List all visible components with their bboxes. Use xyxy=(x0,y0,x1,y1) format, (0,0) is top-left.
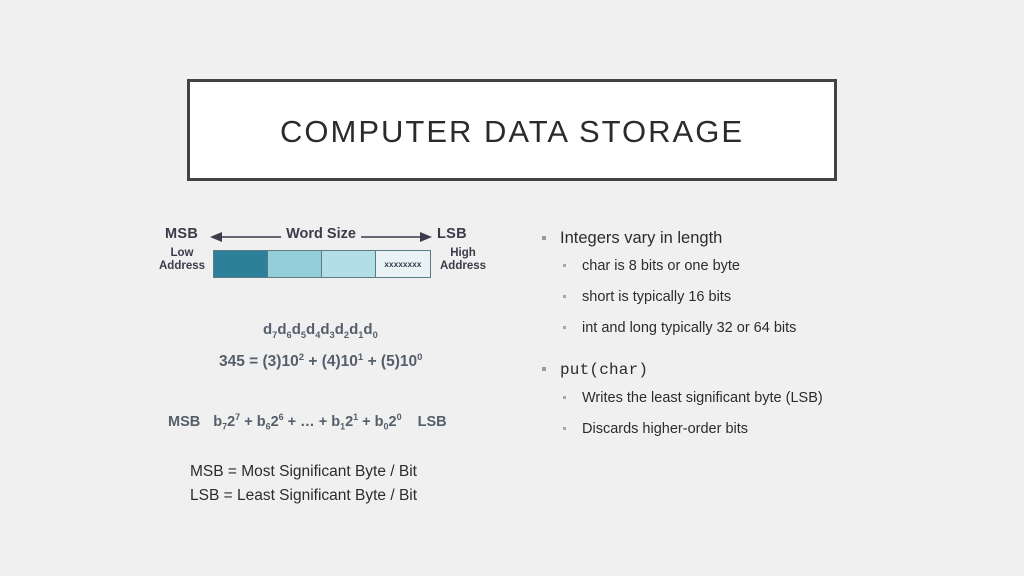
sub-bullet-writes-lsb: Writes the least significant byte (LSB) xyxy=(540,387,960,409)
bullet-integers-vary-label: Integers vary in length xyxy=(560,229,723,247)
sub-bullet-short-bits-label: short is typically 16 bits xyxy=(582,289,732,305)
bullet-group-spacer xyxy=(540,348,960,357)
bullet-put-char: put(char) xyxy=(540,357,960,382)
formula-binary-msb-tag: MSB xyxy=(168,413,201,430)
sub-bullet-int-long-bits-label: int and long typically 32 or 64 bits xyxy=(582,320,797,336)
byte-cell-2 xyxy=(322,251,376,277)
title-box: COMPUTER DATA STORAGE xyxy=(187,79,837,181)
low-address-line-1: Low xyxy=(170,247,194,259)
byte-cell-3-text: xxxxxxxx xyxy=(384,259,422,269)
bullet-marker-icon xyxy=(542,236,546,240)
low-address-line-2: Address xyxy=(158,259,206,272)
byte-cell-3: xxxxxxxx xyxy=(376,251,430,277)
diagram-msb-label: MSB xyxy=(165,226,199,242)
sub-bullet-int-long-bits: int and long typically 32 or 64 bits xyxy=(540,317,960,339)
low-address-label: Low Address xyxy=(146,247,218,272)
bullet-marker-icon xyxy=(563,396,566,399)
legend-msb: MSB = Most Significant Byte / Bit xyxy=(190,463,417,480)
sub-bullet-short-bits: short is typically 16 bits xyxy=(540,286,960,308)
formula-decimal-expansion: 345 = (3)102 + (4)101 + (5)100 xyxy=(219,352,423,371)
byte-cells-row: xxxxxxxx xyxy=(213,250,431,278)
legend: MSB = Most Significant Byte / Bit LSB = … xyxy=(190,460,417,508)
legend-lsb: LSB = Least Significant Byte / Bit xyxy=(190,487,418,504)
sub-bullet-char-bits: char is 8 bits or one byte xyxy=(540,255,960,277)
bullet-put-char-label: put(char) xyxy=(560,361,649,379)
bullet-integers-vary: Integers vary in length xyxy=(540,226,960,250)
sub-bullet-writes-lsb-label: Writes the least significant byte (LSB) xyxy=(582,390,823,406)
page-title: COMPUTER DATA STORAGE xyxy=(280,114,744,149)
word-size-label: Word Size xyxy=(281,226,361,242)
high-address-line-2: Address xyxy=(439,259,487,272)
bullet-marker-icon xyxy=(563,326,566,329)
bullet-list: Integers vary in length char is 8 bits o… xyxy=(540,226,960,449)
bullet-marker-icon xyxy=(563,427,566,430)
high-address-line-1: High xyxy=(450,247,476,259)
bullet-marker-icon xyxy=(563,264,566,267)
formula-binary-lsb-tag: LSB xyxy=(417,413,447,430)
word-size-arrow: Word Size xyxy=(210,226,432,246)
diagram-lsb-label: LSB xyxy=(437,226,467,242)
high-address-label: High Address xyxy=(427,247,499,272)
byte-cell-1 xyxy=(268,251,322,277)
formula-digits: d7d6d5d4d3d2d1d0 xyxy=(263,321,378,340)
bullet-marker-icon xyxy=(542,367,546,371)
sub-bullet-char-bits-label: char is 8 bits or one byte xyxy=(582,258,740,274)
byte-cell-0 xyxy=(214,251,268,277)
bullet-marker-icon xyxy=(563,295,566,298)
word-size-diagram: MSB LSB Low Address High Address Word Si… xyxy=(150,222,510,292)
sub-bullet-discards-bits: Discards higher-order bits xyxy=(540,418,960,440)
sub-bullet-discards-bits-label: Discards higher-order bits xyxy=(582,421,749,437)
